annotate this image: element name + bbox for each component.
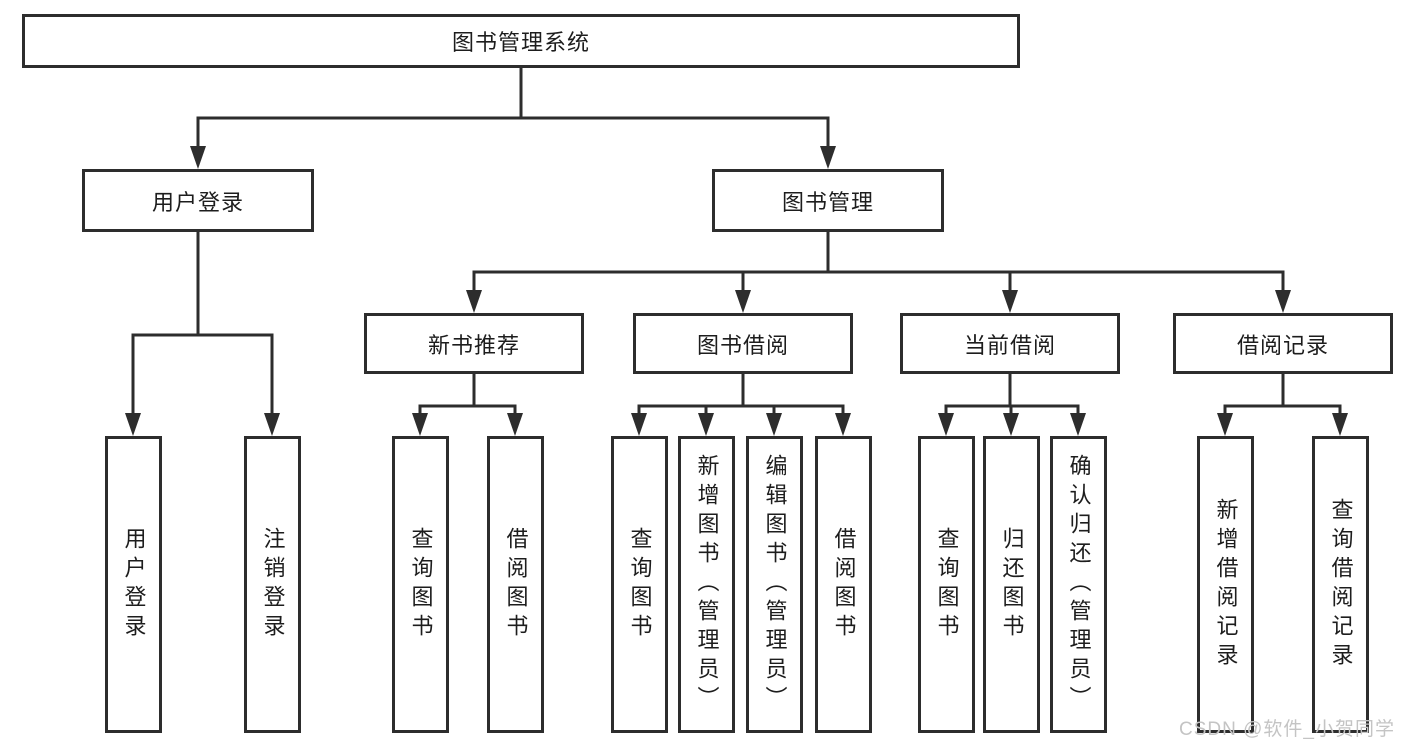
node-label: 查询图书 (627, 526, 653, 643)
csdn-watermark: CSDN @软件_小贺同学 (1179, 719, 1395, 740)
node-label: 借阅图书 (503, 526, 529, 643)
leaf-borrow-books-recommend: 借阅图书 (487, 436, 544, 733)
node-label: 图书管理系统 (451, 30, 590, 55)
node-label: 用户登录 (121, 526, 147, 643)
node-label: 编辑图书（管理员） (762, 454, 788, 715)
leaf-query-books-recommend: 查询图书 (392, 436, 449, 733)
leaf-borrow-books: 借阅图书 (815, 436, 872, 733)
leaf-add-books-admin: 新增图书（管理员） (678, 436, 735, 733)
node-label: 查询借阅记录 (1328, 497, 1354, 672)
arrowhead-icons (125, 146, 1348, 436)
node-label: 借阅图书 (831, 526, 857, 643)
node-label: 借阅记录 (1236, 332, 1329, 358)
leaf-return-books: 归还图书 (983, 436, 1040, 733)
node-book-borrow: 图书借阅 (633, 313, 853, 374)
leaf-query-borrow-record: 查询借阅记录 (1312, 436, 1369, 733)
node-label: 查询图书 (934, 526, 960, 643)
node-user-login: 用户登录 (82, 169, 314, 232)
node-label: 新增借阅记录 (1213, 497, 1239, 672)
node-label: 查询图书 (408, 526, 434, 643)
leaf-add-borrow-record: 新增借阅记录 (1197, 436, 1254, 733)
node-label: 图书管理 (781, 189, 874, 215)
leaf-query-books-current: 查询图书 (918, 436, 975, 733)
node-label: 确认归还（管理员） (1066, 454, 1092, 715)
node-label: 新增图书（管理员） (694, 454, 720, 715)
node-borrow-records: 借阅记录 (1173, 313, 1393, 374)
leaf-user-login: 用户登录 (105, 436, 162, 733)
node-library-management-system: 图书管理系统 (22, 14, 1020, 68)
node-new-book-recommend: 新书推荐 (364, 313, 584, 374)
node-current-borrow: 当前借阅 (900, 313, 1120, 374)
node-label: 图书借阅 (696, 332, 789, 358)
node-book-management: 图书管理 (712, 169, 944, 232)
node-label: 注销登录 (260, 526, 286, 643)
leaf-confirm-return-admin: 确认归还（管理员） (1050, 436, 1107, 733)
leaf-logout: 注销登录 (244, 436, 301, 733)
leaf-edit-books-admin: 编辑图书（管理员） (746, 436, 803, 733)
node-label: 新书推荐 (427, 332, 520, 358)
node-label: 当前借阅 (963, 332, 1056, 358)
node-label: 用户登录 (151, 189, 244, 215)
leaf-query-books-borrow: 查询图书 (611, 436, 668, 733)
node-label: 归还图书 (999, 526, 1025, 643)
